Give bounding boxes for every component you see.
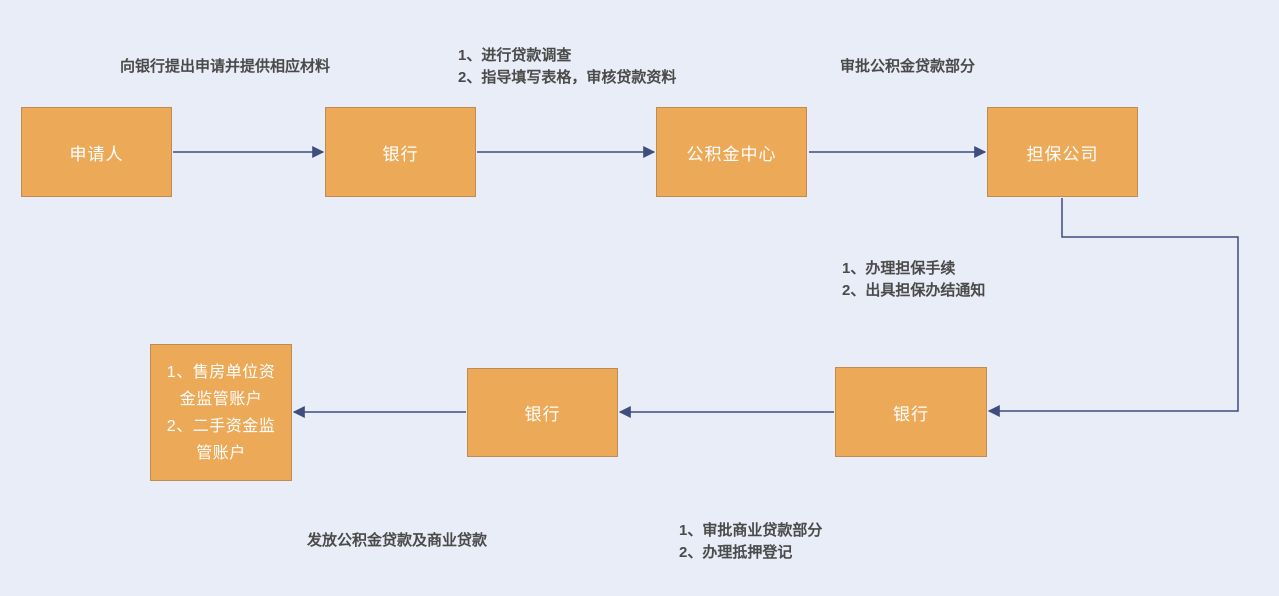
- node-supervision-accounts: 1、售房单位资 金监管账户 2、二手资金监 管账户: [150, 344, 292, 481]
- node-supervision-accounts-line: 管账户: [196, 444, 246, 462]
- label-line: 1、审批商业贷款部分: [679, 522, 823, 539]
- node-bank-3: 银行: [467, 368, 618, 457]
- connector-guarantee-to-bank2: [987, 198, 1239, 417]
- label-step-survey: 1、进行贷款调查 2、指导填写表格，审核贷款资料: [458, 45, 676, 89]
- label-step-guarantee: 1、办理担保手续 2、出具担保办结通知: [842, 258, 985, 302]
- node-fund-center: 公积金中心: [656, 107, 807, 197]
- node-applicant-label: 申请人: [69, 144, 124, 164]
- label-line: 2、出具担保办结通知: [842, 282, 986, 299]
- label-line: 2、办理抵押登记: [679, 544, 793, 561]
- node-bank-1-label: 银行: [382, 144, 419, 164]
- label-step-grant: 发放公积金贷款及商业贷款: [307, 530, 487, 552]
- node-guarantee-company: 担保公司: [987, 107, 1138, 197]
- node-bank-1: 银行: [325, 107, 476, 197]
- node-bank-2: 银行: [835, 367, 987, 457]
- label-line: 1、进行贷款调查: [458, 47, 572, 64]
- label-line: 审批公积金贷款部分: [840, 58, 976, 75]
- node-fund-center-label: 公积金中心: [686, 144, 777, 164]
- label-step-apply: 向银行提出申请并提供相应材料: [120, 56, 330, 78]
- node-guarantee-company-label: 担保公司: [1026, 144, 1099, 164]
- label-line: 1、办理担保手续: [842, 260, 956, 277]
- label-step-approve-fund: 审批公积金贷款部分: [840, 56, 975, 78]
- node-bank-3-label: 银行: [524, 405, 561, 424]
- label-line: 2、指导填写表格，审核贷款资料: [458, 69, 677, 86]
- label-step-commercial: 1、审批商业贷款部分 2、办理抵押登记: [679, 520, 822, 564]
- label-line: 发放公积金贷款及商业贷款: [307, 532, 488, 549]
- node-supervision-accounts-line: 1、售房单位资: [166, 363, 276, 381]
- node-supervision-accounts-line: 2、二手资金监: [166, 417, 276, 435]
- node-bank-2-label: 银行: [893, 404, 929, 424]
- node-applicant: 申请人: [21, 107, 172, 197]
- label-line: 向银行提出申请并提供相应材料: [120, 58, 331, 75]
- node-supervision-accounts-line: 金监管账户: [179, 390, 263, 408]
